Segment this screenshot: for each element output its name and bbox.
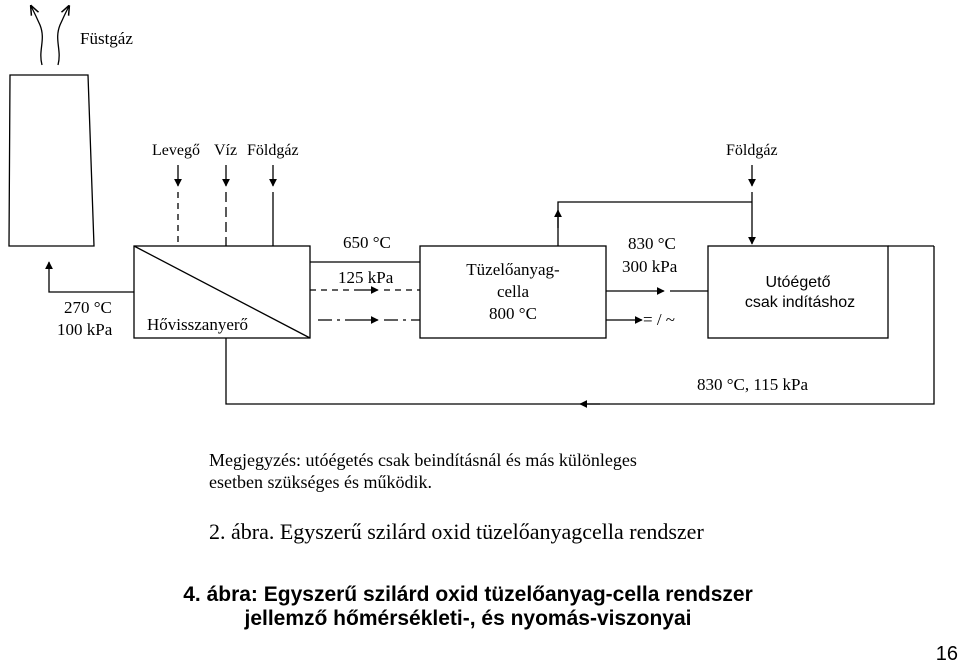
inlet-temp-label: 270 °C [64, 298, 112, 317]
return-loop-line [225, 245, 935, 408]
heat-exchanger-box [133, 245, 311, 339]
natural-gas-label-left: Földgáz [247, 142, 299, 159]
air-label: Levegő [152, 142, 200, 159]
hx-to-fc-lines [310, 261, 420, 324]
afterburner-box [707, 245, 889, 339]
page-number: 16 [936, 643, 958, 663]
top-loop-line [554, 165, 756, 246]
afterburner-label-line1: Utóégető [766, 274, 831, 291]
flue-gas-label: Füstgáz [80, 29, 133, 48]
fc-inlet-pressure-label: 125 kPa [338, 268, 394, 287]
water-label: Víz [214, 142, 237, 159]
figure-caption-line-1: 4. ábra: Egyszerű szilárd oxid tüzelőany… [183, 583, 753, 606]
natural-gas-label-right: Földgáz [726, 142, 778, 159]
note-line-2: esetben szükséges és működik. [209, 472, 432, 492]
fuel-cell-label-line2: cella [497, 282, 530, 301]
note-line-1: Megjegyzés: utóégetés csak beindításnál … [209, 450, 637, 470]
fuel-cell-label-line1: Tüzelőanyag- [466, 260, 560, 279]
return-flow-label: 830 °C, 115 kPa [697, 375, 808, 394]
inner-figure-caption: 2. ábra. Egyszerű szilárd oxid tüzelőany… [209, 519, 704, 544]
fc-outlet-pressure-label: 300 kPa [622, 257, 678, 276]
flue-gas-arrows [31, 6, 69, 66]
heat-exchanger-label: Hővisszanyerő [147, 315, 248, 334]
figure-caption-line-2: jellemző hőmérsékleti-, és nyomás-viszon… [243, 607, 691, 630]
inlet-pressure-label: 100 kPa [57, 320, 113, 339]
fc-inlet-temp-label: 650 °C [343, 233, 391, 252]
fc-outlet-temp-label: 830 °C [628, 234, 676, 253]
fc-to-afterburner-line [606, 287, 708, 324]
fuel-cell-box [419, 245, 607, 339]
chimney [8, 74, 95, 247]
dc-ac-label: = / ~ [643, 310, 675, 329]
fuel-cell-label-line3: 800 °C [489, 304, 537, 323]
afterburner-label-line2: csak indításhoz [745, 294, 855, 311]
exhaust-to-chimney-line [45, 261, 134, 293]
